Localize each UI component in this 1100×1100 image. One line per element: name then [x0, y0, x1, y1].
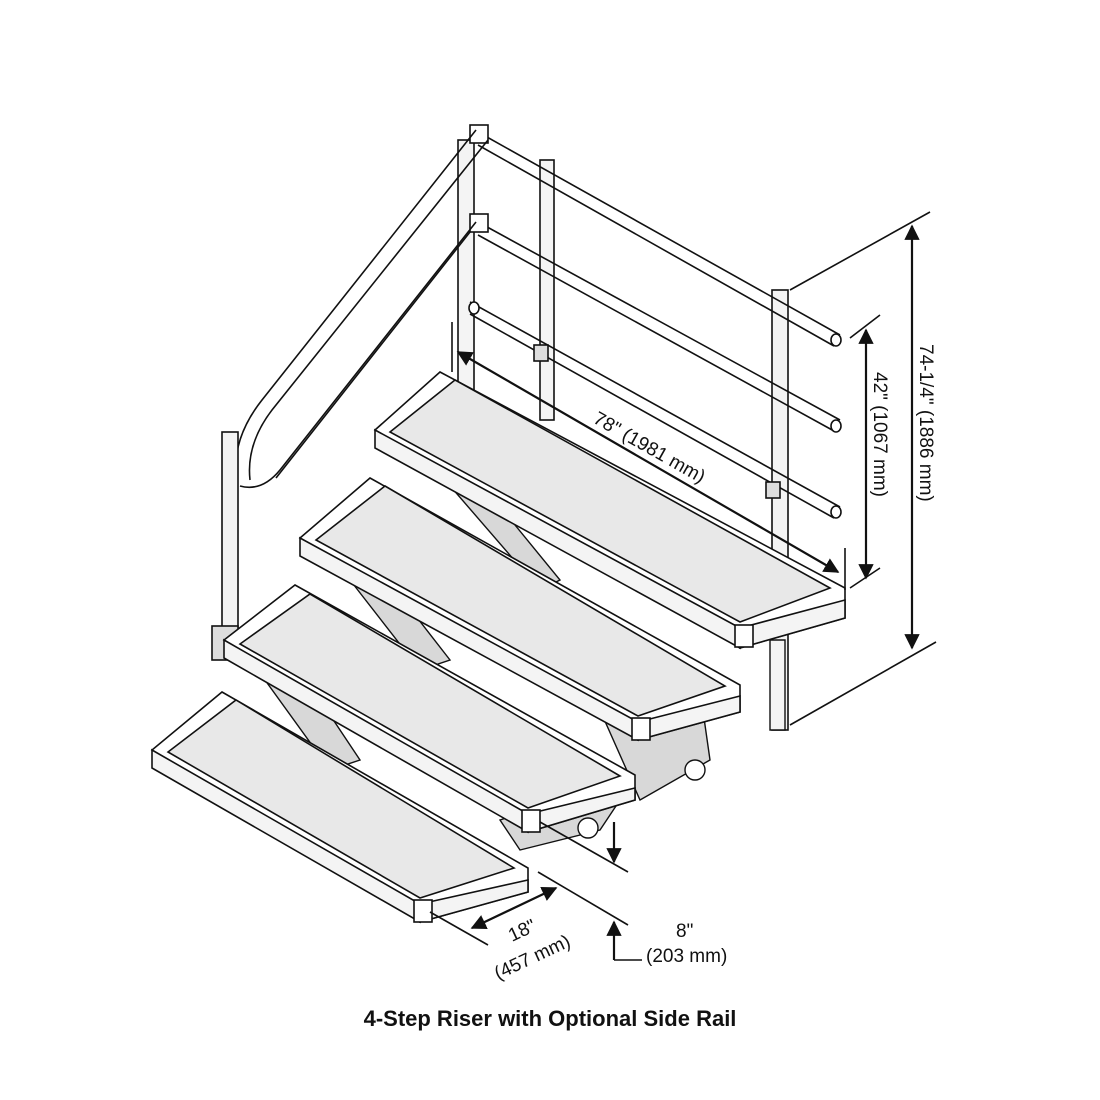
depth-dimension-label-2: (457 mm): [491, 931, 574, 984]
diagram-caption: 4-Step Riser with Optional Side Rail: [363, 1006, 737, 1031]
rear-post-middle: [539, 159, 555, 421]
rail-height-dimension: [849, 314, 881, 589]
side-handrail: [211, 129, 489, 661]
depth-dimension: [429, 871, 629, 946]
depth-dimension-label-1: 18": [505, 916, 539, 947]
rise-dimension: [539, 821, 642, 961]
total-height-dimension-label: 74-1/4" (1886 mm): [915, 344, 936, 502]
step-2-tread: [298, 477, 741, 742]
width-dimension: [451, 322, 846, 590]
top-rail: [477, 131, 841, 347]
rise-dimension-label-2: (203 mm): [646, 946, 727, 967]
total-height-dimension: [789, 211, 937, 726]
rail-height-dimension-label: 42" (1067 mm): [869, 372, 890, 497]
step-3-tread: [222, 584, 636, 834]
step-4-tread: [150, 691, 529, 924]
rise-dimension-label-1: 8": [676, 921, 693, 942]
